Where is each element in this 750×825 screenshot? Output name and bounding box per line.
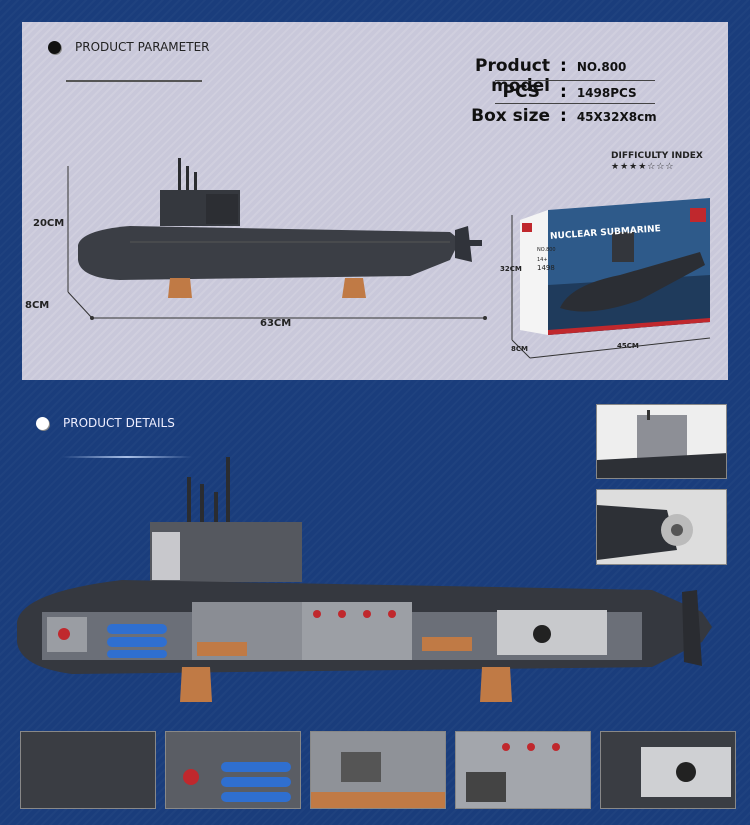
detail-thumb-4 (455, 731, 591, 809)
detail-thumb-3 (310, 731, 446, 809)
length-dim: 63CM (260, 318, 292, 329)
depth-dim: 8CM (25, 300, 50, 311)
difficulty-label: DIFFICULTY INDEX (611, 151, 703, 161)
submarine-model-side (67, 158, 487, 320)
spec-model: Product model:NO.800 (475, 56, 627, 96)
detail-thumb-tower (596, 404, 727, 479)
detail-thumb-2 (165, 731, 301, 809)
difficulty-stars: ★★★★☆☆☆ (611, 162, 675, 172)
submarine-cutaway (17, 457, 712, 702)
divider (62, 456, 192, 458)
detail-thumb-5 (600, 731, 736, 809)
bullet-icon (48, 40, 61, 54)
product-box (511, 198, 711, 359)
parameter-heading: PRODUCT PARAMETER (48, 40, 210, 54)
divider (66, 80, 202, 82)
detail-thumb-propeller (596, 489, 727, 565)
height-dim: 20CM (33, 218, 65, 229)
bullet-icon (36, 416, 49, 430)
spec-box-size: Box size:45X32X8cm (471, 106, 657, 126)
detail-thumb-1 (20, 731, 156, 809)
spec-pcs: PCS:1498PCS (502, 82, 637, 102)
details-heading: PRODUCT DETAILS (36, 416, 175, 430)
